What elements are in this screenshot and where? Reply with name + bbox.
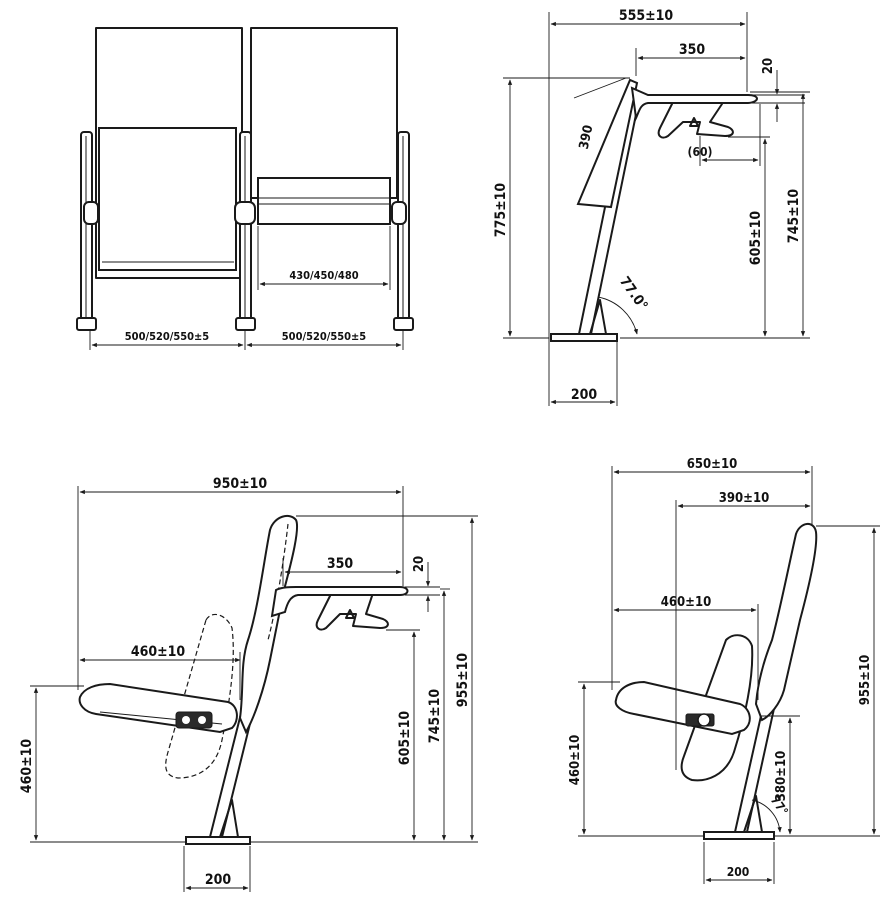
- back-length-label: 390: [577, 124, 597, 151]
- left-post: [76, 131, 99, 331]
- leg-angle-label: 77.0°: [616, 274, 651, 314]
- bl-bracket-height-label: 605±10: [397, 711, 413, 766]
- base-plate: [185, 836, 251, 845]
- side-height-label: 775±10: [493, 183, 509, 238]
- bl-tablet-label: 350: [327, 556, 354, 572]
- left-width-label: 500/520/550±5: [125, 330, 209, 343]
- bl-height-label: 955±10: [455, 653, 471, 708]
- base-width-label: 200: [571, 387, 598, 403]
- left-seat-panel: [98, 127, 237, 271]
- right-post: [391, 131, 414, 331]
- tablet-gap-label: (60): [688, 145, 713, 159]
- tablet-depth-label: 350: [679, 42, 706, 58]
- backrest-board: [576, 78, 639, 209]
- bl-seat-height-label: 460±10: [19, 739, 35, 794]
- br-height-label: 955±10: [858, 655, 873, 706]
- right-backrest: [250, 27, 398, 199]
- tablet-arm: [630, 86, 758, 122]
- seat-hinge: [175, 711, 213, 729]
- tablet-thickness-label: 20: [761, 58, 776, 74]
- tablet-bracket: [657, 103, 734, 139]
- tablet-arm: [270, 586, 409, 618]
- br-seat-height-label: 460±10: [568, 735, 583, 786]
- base-plate: [703, 831, 775, 840]
- bl-thickness-label: 20: [412, 556, 427, 572]
- base-plate: [550, 333, 618, 342]
- bl-seat-depth-label: 460±10: [131, 644, 186, 660]
- side-depth-label: 555±10: [619, 8, 674, 24]
- br-folded-depth-label: 390±10: [719, 491, 770, 506]
- br-folded-height-label: 380±10: [774, 751, 789, 802]
- side-view-bottom-left: 950±10 350 20 460±10 460±10 605±10 745±1…: [19, 476, 478, 892]
- br-base-label: 200: [727, 865, 750, 879]
- bl-depth-label: 950±10: [213, 476, 268, 492]
- backrest-shell: [238, 514, 299, 735]
- front-view: 430/450/480 500/520/550±5 500/520/550±5: [76, 27, 414, 350]
- side-view-top: 555±10 350 20 (60) 390 775±10 745±10 605…: [493, 8, 810, 406]
- seat-cushion: [614, 680, 751, 736]
- seat-cushion: [78, 682, 238, 734]
- bl-base-label: 200: [205, 872, 232, 888]
- backrest-shell: [754, 523, 818, 722]
- br-seat-depth-label: 460±10: [661, 595, 712, 610]
- right-width-label: 500/520/550±5: [282, 330, 366, 343]
- seat-depth-label: 430/450/480: [289, 269, 358, 282]
- right-seat-panel: [257, 177, 391, 225]
- bracket-height-label: 605±10: [748, 211, 764, 266]
- br-depth-label: 650±10: [687, 457, 738, 472]
- bl-tablet-height-label: 745±10: [427, 689, 443, 744]
- middle-post: [234, 131, 256, 331]
- side-view-bottom-right: 650±10 390±10 460±10 460±10 380±10 955±1…: [568, 457, 880, 884]
- tablet-height-label: 745±10: [786, 189, 802, 244]
- tablet-bracket: [315, 595, 389, 631]
- folded-seat-ghost: [165, 613, 234, 779]
